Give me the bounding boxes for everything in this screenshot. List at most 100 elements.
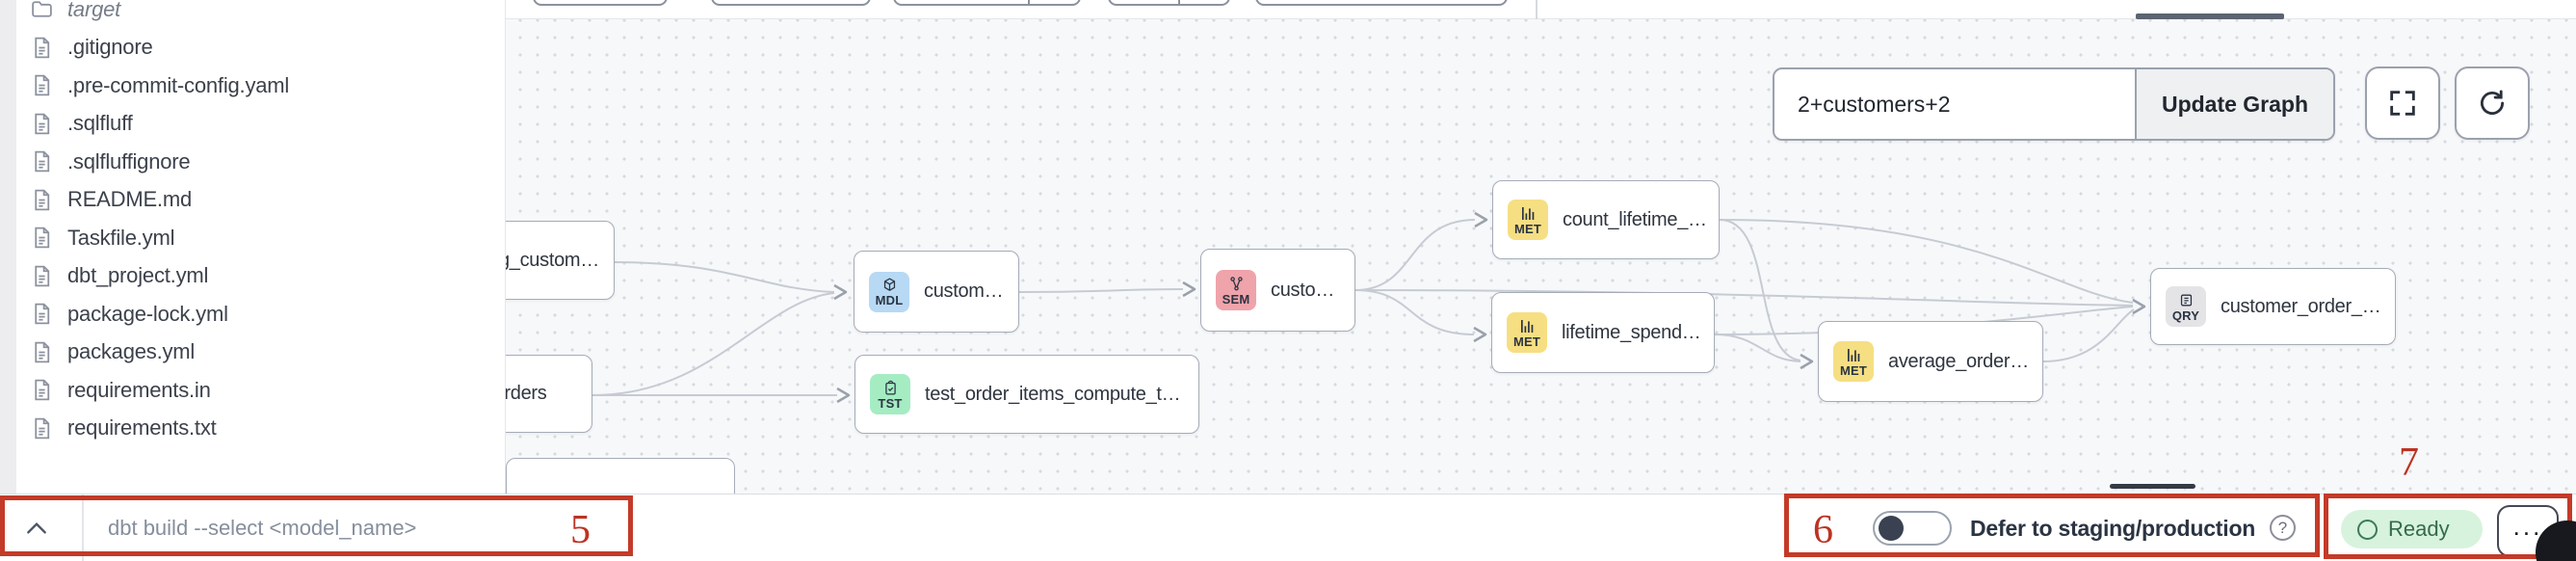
semantic-icon: SEM [1216, 270, 1256, 310]
graph-node-average-order-value[interactable]: MET average_order_value [1818, 321, 2043, 402]
defer-toggle[interactable] [1873, 511, 1952, 546]
bar-chart-icon: MET [1508, 200, 1548, 240]
graph-node-customers[interactable]: SEM customers [1200, 249, 1355, 332]
bar-chart-icon: MET [1507, 312, 1547, 353]
toolbar-chip[interactable] [711, 0, 871, 6]
update-graph-button[interactable]: Update Graph [2135, 69, 2333, 139]
horizontal-scrollbar-thumb[interactable] [2110, 484, 2195, 489]
file-icon [35, 189, 50, 211]
node-label: customer_order_metrics [2221, 295, 2395, 317]
fullscreen-button[interactable] [2365, 67, 2440, 140]
node-label: customers [1271, 279, 1354, 301]
graph-node-customers[interactable]: MDL customers [854, 251, 1019, 333]
file-icon [35, 417, 50, 440]
file-icon [35, 227, 50, 249]
toggle-knob-icon [1879, 516, 1904, 541]
status-text: Ready [2388, 517, 2450, 541]
more-horizontal-icon: ... [2512, 511, 2543, 541]
lineage-panel: MDLstg_customersMDLstg_orders MDL customer… [506, 0, 2576, 494]
node-label: count_lifetime_orders [1563, 208, 1719, 230]
folder-name: target [67, 0, 121, 21]
node-label: stg_orders [506, 383, 547, 404]
file-row[interactable]: dbt_project.yml [16, 257, 505, 296]
command-bar: Defer to staging/production ? Ready ... [0, 494, 2576, 561]
selector-value: 2+customers+2 [1798, 91, 1951, 117]
chip-divider [1178, 0, 1180, 4]
graph-node-customer-order-metrics[interactable]: QRY customer_order_metrics [2150, 268, 2396, 345]
file-row[interactable]: Taskfile.yml [16, 219, 505, 257]
node-label: average_order_value [1888, 350, 2042, 372]
file-row[interactable]: .pre-commit-config.yaml [16, 67, 505, 105]
divider [82, 494, 84, 561]
graph-node-stg-orders[interactable]: MDLstg_orders [506, 355, 592, 433]
file-name: .gitignore [67, 35, 153, 60]
active-tab-indicator [2136, 13, 2284, 19]
toolbar-chip[interactable] [533, 0, 668, 6]
file-explorer: target .gitignore [0, 0, 506, 494]
toolbar-chip-group[interactable] [1108, 0, 1230, 6]
file-name: Taskfile.yml [67, 225, 175, 250]
lineage-selector-input[interactable]: 2+customers+2 [1774, 69, 2135, 139]
file-list: target .gitignore [16, 0, 505, 447]
file-icon [35, 74, 50, 96]
node-label: stg_customers [506, 249, 607, 271]
toolbar-chip-group[interactable] [893, 0, 1081, 6]
collapse-panel-button[interactable] [10, 508, 64, 548]
file-icon [35, 341, 50, 363]
lineage-toolbar [506, 0, 2576, 19]
file-name: README.md [67, 187, 192, 212]
status-circle-icon [2357, 519, 2378, 540]
graph-node-test-order-items-compute-to-bools-[interactable]: TST test_order_items_compute_to_bools... [854, 355, 1199, 434]
defer-label: Defer to staging/production [1970, 515, 2256, 541]
refresh-button[interactable] [2455, 67, 2530, 140]
clipboard-check-icon: TST [870, 374, 910, 414]
refresh-icon [2481, 90, 2505, 116]
file-row[interactable]: .sqlfluffignore [16, 143, 505, 181]
folder-icon [32, 1, 52, 17]
status-badge: Ready [2341, 510, 2483, 548]
chip-divider [1028, 0, 1030, 4]
file-row[interactable]: requirements.txt [16, 410, 505, 448]
dbt-command-input[interactable] [108, 506, 561, 550]
file-icon [35, 113, 50, 135]
folder-row-target[interactable]: target [16, 0, 505, 29]
chevron-up-icon [27, 521, 46, 534]
file-icon [35, 303, 50, 325]
file-row[interactable]: requirements.in [16, 371, 505, 410]
file-name: .sqlfluffignore [67, 148, 191, 174]
node-label: lifetime_spend_pretax [1562, 321, 1714, 343]
node-label: customers [924, 280, 1011, 302]
graph-node-count-lifetime-orders[interactable]: MET count_lifetime_orders [1492, 180, 1720, 259]
file-row[interactable]: package-lock.yml [16, 295, 505, 334]
node-label: test_order_items_compute_to_bools... [925, 383, 1198, 405]
file-icon [35, 265, 50, 287]
panel-divider [1536, 0, 1538, 19]
file-name: requirements.txt [67, 415, 217, 441]
file-icon [35, 379, 50, 401]
file-name: packages.yml [67, 339, 196, 364]
lineage-selector-group: 2+customers+2 Update Graph [1773, 67, 2335, 141]
graph-node-clipped[interactable] [506, 458, 735, 494]
query-icon: QRY [2166, 286, 2206, 327]
file-name: .pre-commit-config.yaml [67, 72, 290, 97]
graph-node-stg-customers[interactable]: MDLstg_customers [506, 221, 615, 300]
toolbar-chip[interactable] [1255, 0, 1508, 6]
file-row[interactable]: packages.yml [16, 334, 505, 372]
lineage-canvas[interactable]: MDLstg_customersMDLstg_orders MDL customer… [506, 19, 2576, 494]
file-row[interactable]: .gitignore [16, 29, 505, 67]
file-row[interactable]: .sqlfluff [16, 105, 505, 144]
file-name: .sqlfluff [67, 111, 133, 136]
sidebar-gutter [0, 0, 16, 494]
graph-node-lifetime-spend-pretax[interactable]: MET lifetime_spend_pretax [1491, 292, 1715, 373]
help-icon[interactable]: ? [2270, 515, 2296, 541]
cube-icon: MDL [869, 271, 909, 312]
bar-chart-icon: MET [1833, 341, 1874, 382]
file-icon [35, 37, 50, 59]
file-icon [35, 150, 50, 173]
fullscreen-icon [2390, 91, 2415, 116]
lineage-edges [591, 211, 2146, 404]
file-name: dbt_project.yml [67, 263, 209, 288]
file-name: requirements.in [67, 377, 211, 402]
file-row[interactable]: README.md [16, 181, 505, 220]
